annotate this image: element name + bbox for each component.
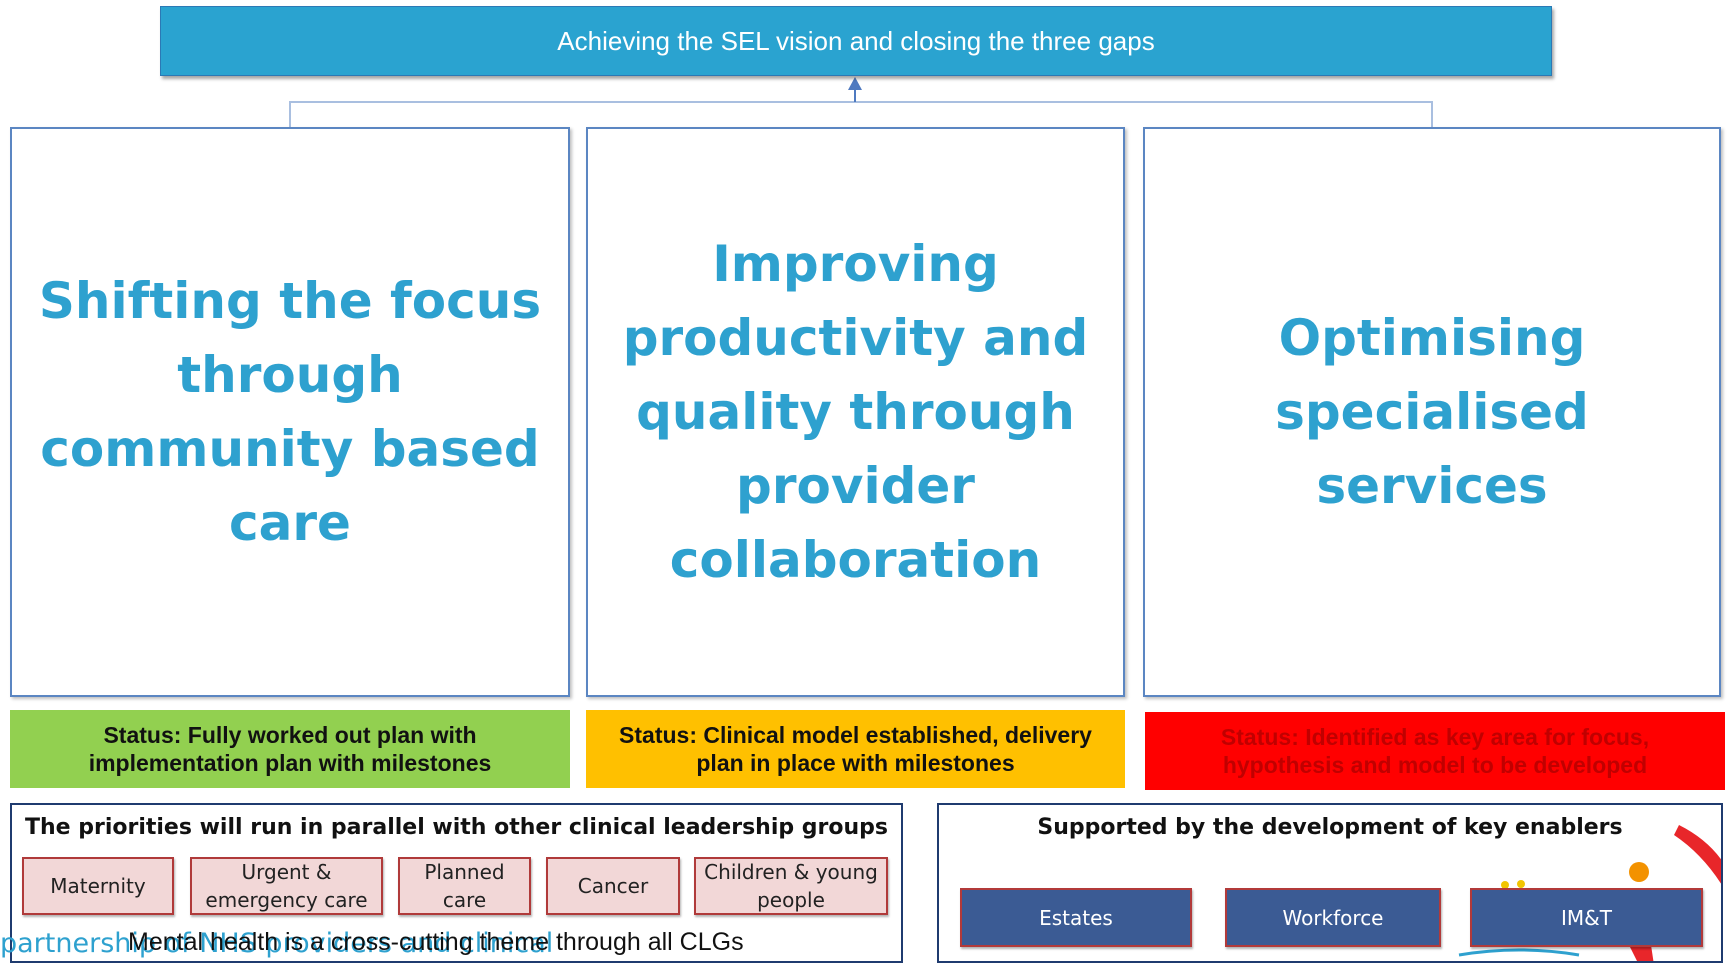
pillar-community-care: Shifting the focus through community bas… bbox=[10, 127, 570, 697]
enablers-box: Supported by the development of key enab… bbox=[937, 803, 1723, 963]
status-text: Status: Fully worked out plan with imple… bbox=[88, 722, 492, 776]
status-text: Status: Clinical model established, deli… bbox=[619, 722, 1092, 776]
mental-health-note: Mental health is a cross-cutting theme t… bbox=[128, 928, 744, 956]
status-bar-green: Status: Fully worked out plan with imple… bbox=[10, 710, 570, 788]
enabler-estates: Estates bbox=[960, 888, 1192, 947]
clg-cancer: Cancer bbox=[546, 857, 680, 915]
pillar-title: Optimising specialised services bbox=[1275, 309, 1589, 515]
status-bar-amber: Status: Clinical model established, deli… bbox=[586, 710, 1125, 788]
pillar-provider-collaboration: Improving productivity and quality throu… bbox=[586, 127, 1125, 697]
priorities-box: The priorities will run in parallel with… bbox=[10, 803, 903, 963]
footer-partnership-text: partnership of NHS providers and clinica… bbox=[0, 928, 554, 959]
arrow-up-icon bbox=[848, 77, 862, 90]
clg-maternity: Maternity bbox=[22, 857, 174, 915]
enabler-workforce: Workforce bbox=[1225, 888, 1441, 947]
enabler-imt: IM&T bbox=[1470, 888, 1703, 947]
vision-banner-text: Achieving the SEL vision and closing the… bbox=[557, 25, 1155, 56]
enablers-title: Supported by the development of key enab… bbox=[1037, 815, 1623, 840]
pillar-specialised-services: Optimising specialised services bbox=[1143, 127, 1721, 697]
pillar-title: Shifting the focus through community bas… bbox=[38, 272, 542, 552]
priorities-title: The priorities will run in parallel with… bbox=[24, 815, 888, 840]
vision-banner: Achieving the SEL vision and closing the… bbox=[160, 6, 1552, 76]
clg-children-young-people: Children & young people bbox=[694, 857, 888, 915]
clg-urgent-emergency-care: Urgent & emergency care bbox=[190, 857, 383, 915]
status-bar-red: Status: Identified as key area for focus… bbox=[1145, 712, 1725, 790]
status-text: Status: Identified as key area for focus… bbox=[1220, 724, 1650, 778]
pillar-title: Improving productivity and quality throu… bbox=[622, 235, 1089, 589]
clg-planned-care: Planned care bbox=[398, 857, 531, 915]
